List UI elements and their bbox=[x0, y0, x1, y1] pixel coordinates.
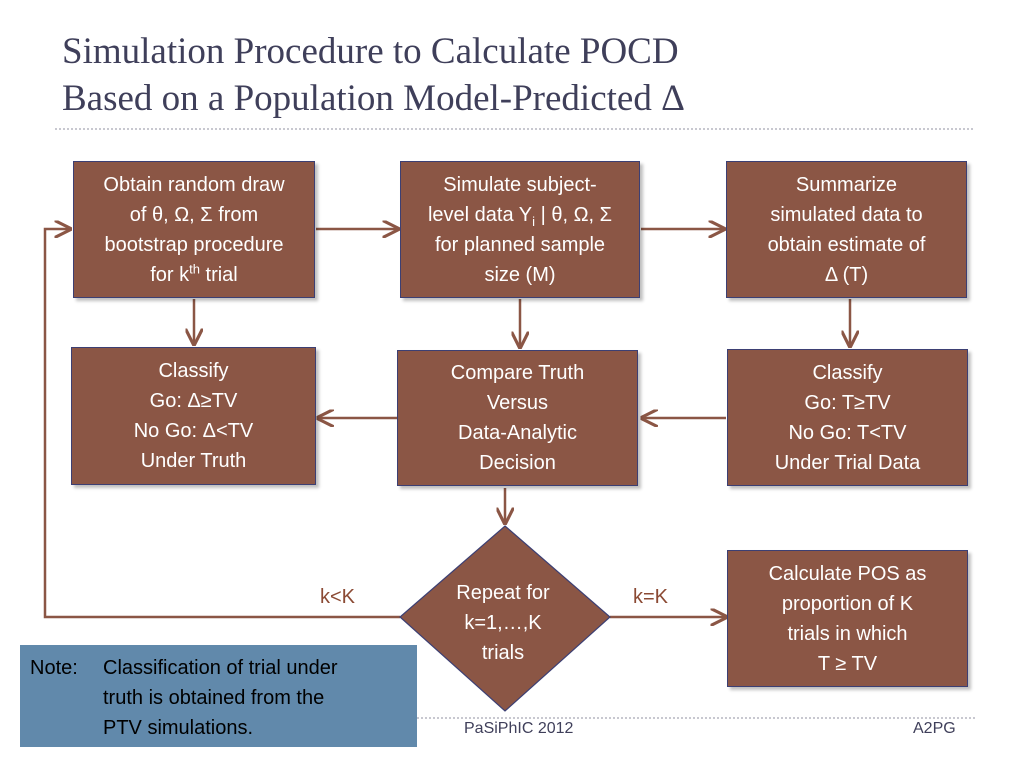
footer-org: A2PG bbox=[913, 720, 956, 737]
footer-divider bbox=[417, 717, 975, 719]
decision-diamond bbox=[399, 525, 611, 712]
compare-decision-box: Compare Truth Versus Data-Analytic Decis… bbox=[397, 350, 638, 486]
footer-conference: PaSiPhIC 2012 bbox=[464, 720, 574, 737]
note-text: Classification of trial under truth is o… bbox=[103, 657, 338, 739]
note-label: Note: bbox=[30, 657, 78, 679]
obtain-draw-box: Obtain random draw of θ, Ω, Σ from boots… bbox=[73, 161, 315, 298]
classify-trial-data-box: Classify Go: T≥TV No Go: T<TV Under Tria… bbox=[727, 349, 968, 486]
note-box: Note: Classification of trial under trut… bbox=[20, 645, 417, 747]
classify-truth-box: Classify Go: Δ≥TV No Go: Δ<TV Under Trut… bbox=[71, 347, 316, 485]
calculate-pos-box: Calculate POS as proportion of K trials … bbox=[727, 550, 968, 687]
exit-condition-label: k=K bbox=[633, 586, 669, 608]
repeat-trials-label: Repeat for k=1,…,K trials bbox=[456, 582, 550, 664]
arrow-loop-back bbox=[43, 229, 400, 619]
title-divider bbox=[55, 128, 973, 130]
simulate-data-box: Simulate subject- level data Yi | θ, Ω, … bbox=[400, 161, 640, 298]
title-line-2: Based on a Population Model-Predicted Δ bbox=[62, 78, 685, 119]
title-line-1: Simulation Procedure to Calculate POCD bbox=[62, 31, 679, 72]
slide-title: Simulation Procedure to Calculate POCD B… bbox=[62, 28, 982, 122]
loop-condition-label: k<K bbox=[320, 586, 356, 608]
summarize-data-box: Summarize simulated data to obtain estim… bbox=[726, 161, 967, 298]
